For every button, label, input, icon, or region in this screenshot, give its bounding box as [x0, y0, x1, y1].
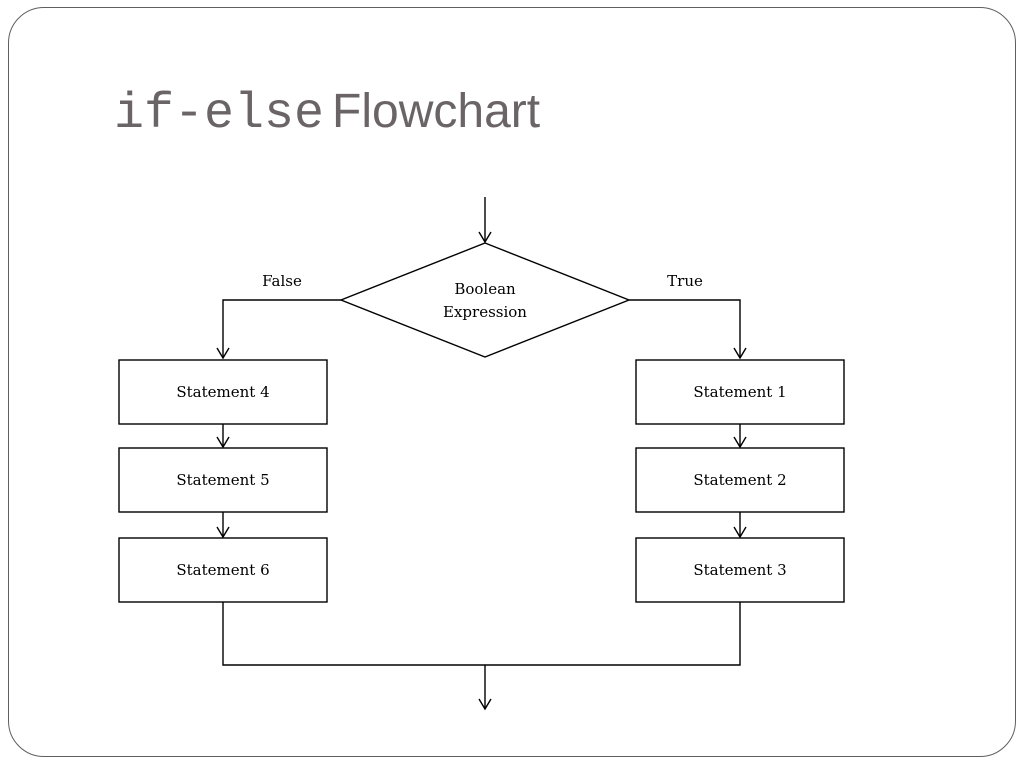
statement-2-box: [635, 447, 845, 513]
title-keyword: if-else: [114, 86, 325, 143]
decision-diamond: [339, 242, 631, 358]
true-arrowhead: [733, 347, 747, 360]
statement-1-label: Statement 1: [693, 383, 786, 401]
entry-arrowhead: [478, 231, 492, 244]
false-connector: [222, 299, 341, 358]
statement-3-box: [635, 537, 845, 603]
arrowhead-1-to-2: [733, 436, 747, 449]
arrowhead-4-to-5: [216, 436, 230, 449]
statement-4-label: Statement 4: [176, 383, 269, 401]
arrowhead-5-to-6: [216, 526, 230, 539]
decision-label-line2: Expression: [443, 303, 527, 321]
statement-2-label: Statement 2: [693, 471, 786, 489]
true-connector: [629, 299, 741, 358]
statement-5-label: Statement 5: [176, 471, 269, 489]
merge-connector: [222, 602, 741, 666]
statement-4-box: [118, 359, 328, 425]
false-arrowhead: [216, 347, 230, 360]
arrowhead-2-to-3: [733, 526, 747, 539]
false-label: False: [262, 272, 302, 290]
exit-arrowhead: [478, 698, 492, 711]
decision-label-line1: Boolean: [454, 280, 516, 298]
statement-6-label: Statement 6: [176, 561, 269, 579]
title-text: Flowchart: [332, 85, 541, 138]
statement-1-box: [635, 359, 845, 425]
true-label: True: [667, 272, 703, 290]
statement-3-label: Statement 3: [693, 561, 786, 579]
statement-6-box: [118, 537, 328, 603]
